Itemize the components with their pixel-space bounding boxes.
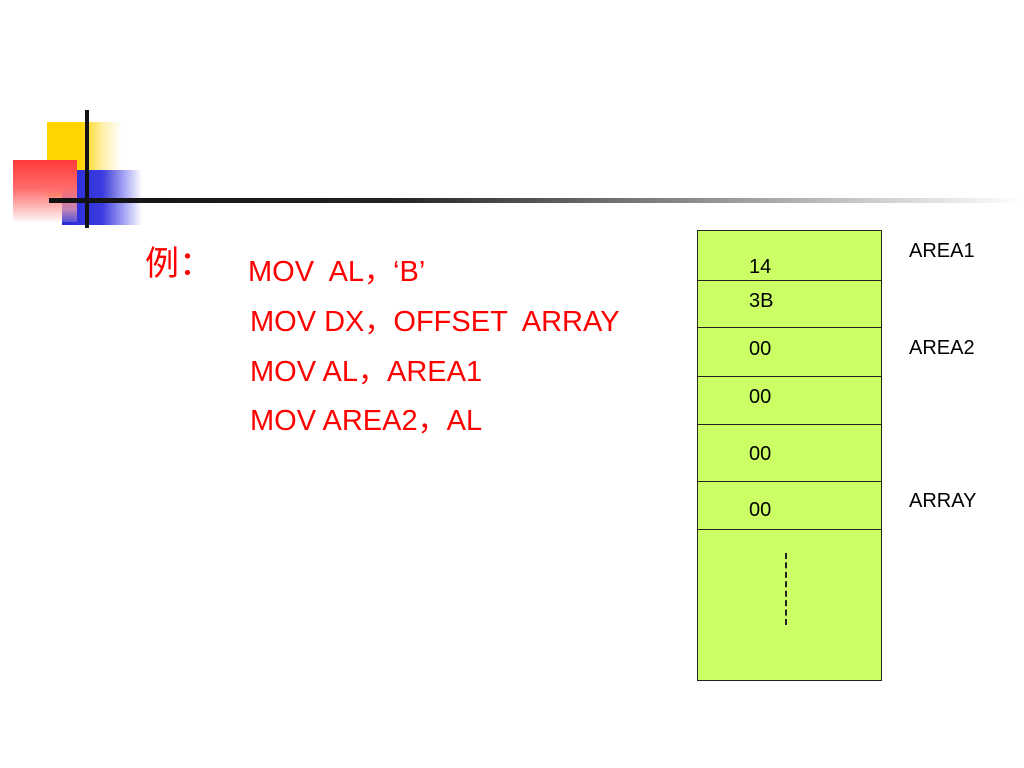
memory-label-array: ARRAY	[909, 490, 977, 512]
code-line-3: MOV AL，AREA1	[250, 356, 483, 388]
code-line-1: MOV AL，‘B’	[248, 256, 426, 288]
memory-continuation-dots	[785, 553, 787, 625]
memory-cell-value: 00	[749, 443, 772, 465]
memory-label-area1: AREA1	[909, 240, 975, 262]
title-underline	[49, 198, 1024, 203]
memory-cell-divider	[698, 376, 881, 377]
memory-cell-divider	[698, 529, 881, 530]
memory-cell-value: 00	[749, 338, 772, 360]
decor-red-square	[13, 160, 77, 222]
memory-diagram: 14 3B 00 00 00 00	[697, 230, 882, 681]
memory-cell-value: 00	[749, 386, 772, 408]
example-label: 例：	[145, 244, 213, 284]
memory-cell-divider	[698, 424, 881, 425]
code-line-4: MOV AREA2，AL	[250, 405, 483, 437]
memory-cell-divider	[698, 481, 881, 482]
memory-label-area2: AREA2	[909, 337, 975, 359]
decor-vertical-line	[85, 110, 89, 228]
memory-cell-value: 3B	[749, 290, 774, 312]
memory-cell-value: 00	[749, 499, 772, 521]
code-line-2: MOV DX，OFFSET ARRAY	[250, 306, 620, 338]
memory-cell-divider	[698, 280, 881, 281]
memory-cell-value: 14	[749, 256, 772, 278]
memory-cell-divider	[698, 327, 881, 328]
